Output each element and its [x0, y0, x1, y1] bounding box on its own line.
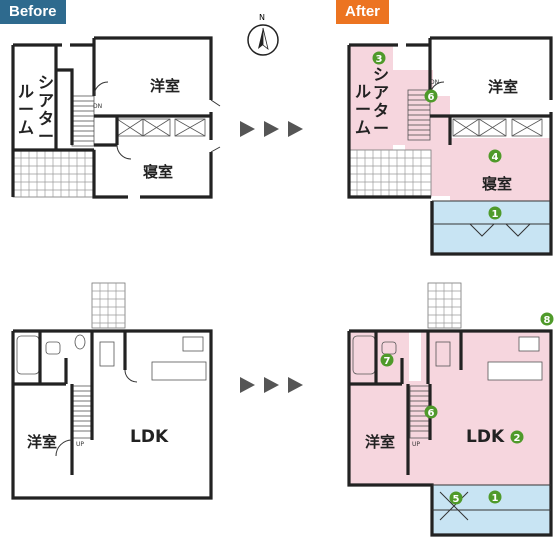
- after-upper-floor: DN シ ア タ ー ル ー ム 洋室 寝室 3 6 4 1: [347, 36, 553, 256]
- badge-8: 8: [540, 312, 554, 326]
- after-ground-western-label: 洋室: [365, 433, 395, 451]
- svg-text:ル: ル: [18, 82, 34, 101]
- after-western-room-label: 洋室: [488, 78, 518, 96]
- badge-3-upper: 3: [372, 51, 386, 65]
- badge-4-upper: 4: [488, 149, 502, 163]
- svg-text:タ: タ: [38, 109, 54, 128]
- before-upper-floor: DN シ ア タ ー ル ー ム 洋室 寝室: [11, 36, 221, 199]
- svg-text:ル: ル: [355, 82, 371, 101]
- before-ground-floor: UP 洋室 LDK: [11, 282, 213, 500]
- after-ldk-label: LDK: [466, 427, 505, 447]
- north-compass: N: [247, 13, 279, 56]
- before-bedroom-label: 寝室: [143, 163, 173, 181]
- badge-2: 2: [510, 430, 524, 444]
- badge-1-lower: 1: [488, 490, 502, 504]
- svg-text:ア: ア: [373, 83, 389, 102]
- before-upper-dn: DN: [93, 103, 102, 110]
- svg-text:DN: DN: [430, 79, 439, 86]
- after-bedroom-label: 寝室: [482, 175, 512, 193]
- svg-text:ー: ー: [38, 127, 54, 146]
- svg-text:4: 4: [492, 152, 499, 163]
- svg-text:6: 6: [428, 92, 435, 103]
- svg-text:3: 3: [376, 54, 383, 65]
- before-theater-label-1: シ: [38, 73, 54, 92]
- svg-text:UP: UP: [412, 441, 420, 448]
- svg-text:ー: ー: [18, 100, 34, 119]
- svg-text:シ: シ: [373, 65, 389, 84]
- svg-text:6: 6: [428, 408, 435, 419]
- svg-text:1: 1: [492, 493, 499, 504]
- svg-text:1: 1: [492, 209, 499, 220]
- badge-5: 5: [449, 491, 463, 505]
- after-ground-floor: UP 洋室 LDK 8 7 6 2 5 1: [347, 282, 554, 537]
- svg-text:ム: ム: [18, 118, 34, 137]
- svg-text:タ: タ: [373, 101, 389, 120]
- badge-1-upper: 1: [488, 206, 502, 220]
- svg-text:2: 2: [514, 433, 521, 444]
- before-tag: Before: [0, 0, 66, 24]
- badge-6-lower: 6: [424, 405, 438, 419]
- svg-text:5: 5: [453, 494, 460, 505]
- transition-arrows-top: [240, 121, 303, 137]
- svg-text:7: 7: [384, 356, 391, 367]
- svg-text:ム: ム: [355, 118, 371, 137]
- svg-text:ー: ー: [355, 100, 371, 119]
- before-ground-western-label: 洋室: [27, 433, 57, 451]
- before-upper-stairs: [71, 95, 95, 147]
- badge-7: 7: [380, 353, 394, 367]
- before-upper-closets: [116, 118, 206, 137]
- after-tag: After: [336, 0, 390, 24]
- balcony-grid: [12, 149, 96, 198]
- badge-6-upper: 6: [424, 89, 438, 103]
- before-ldk-label: LDK: [130, 427, 169, 447]
- svg-text:UP: UP: [76, 441, 84, 448]
- transition-arrows-bottom: [240, 377, 303, 393]
- svg-text:8: 8: [544, 315, 551, 326]
- svg-text:ー: ー: [373, 119, 389, 138]
- before-western-room-label: 洋室: [150, 77, 180, 95]
- north-label: N: [259, 13, 265, 22]
- svg-text:ア: ア: [38, 91, 54, 110]
- after-theater-area: [349, 45, 393, 150]
